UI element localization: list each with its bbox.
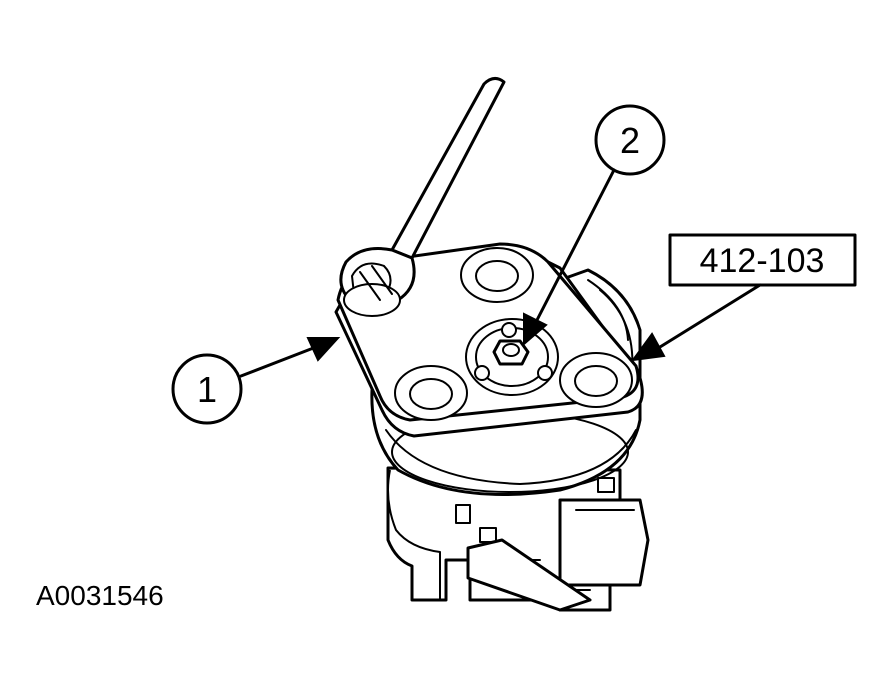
figure-id: A0031546 [36,580,164,611]
callout-1-circle [171,353,243,425]
callout-2-label: 2 [620,120,640,161]
callout-2-leader [534,168,616,324]
holding-tool-plate [334,242,644,438]
callout-1: 1 [171,337,341,425]
tool-number-box [668,233,857,287]
tool-number-leader [658,283,762,349]
callout-2-circle [594,104,666,176]
wrench [339,77,506,317]
callout-2: 2 [523,104,666,347]
callout-1-leader [239,345,318,378]
tool-number-label: 412-103 [700,242,825,280]
tool-number-callout: 412-103 [630,233,857,362]
compressor-body [386,466,650,612]
tool-number-arrowhead [630,332,666,362]
callout-1-arrowhead [306,337,341,362]
callout-1-label: 1 [197,369,217,410]
callout-2-arrowhead [523,312,548,347]
